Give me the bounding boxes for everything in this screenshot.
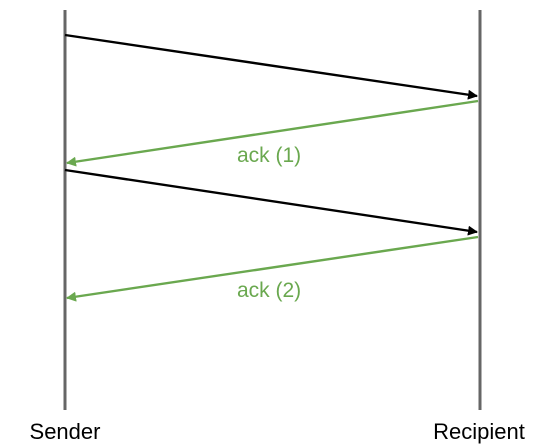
- recipient-label: Recipient: [433, 419, 525, 444]
- ack-1-label: ack (1): [237, 144, 301, 167]
- sender-label: Sender: [30, 419, 101, 444]
- ack-2-arrow: [66, 235, 479, 302]
- ack-1-arrow: [66, 99, 479, 167]
- message-2-arrow: [64, 168, 478, 236]
- ack-2-label: ack (2): [237, 279, 301, 302]
- message-1-arrow: [64, 33, 478, 100]
